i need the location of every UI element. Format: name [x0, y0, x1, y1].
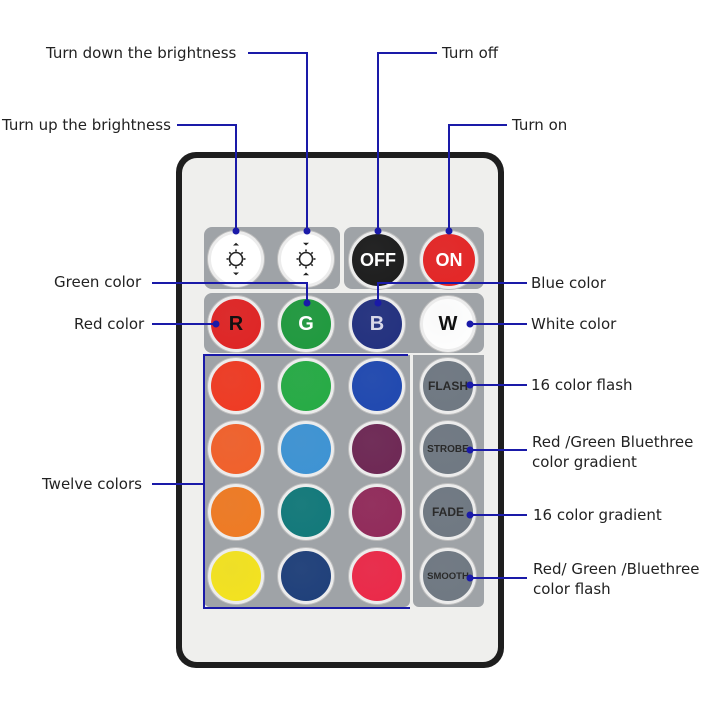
red-button-label: R: [228, 312, 244, 335]
color-button-2[interactable]: [278, 358, 334, 414]
color-button-6[interactable]: [349, 421, 405, 477]
label-rgb-gradient: Red /Green Bluethree color gradient: [532, 433, 694, 471]
white-button-label: W: [438, 312, 458, 335]
label-rgb-flash: Red/ Green /Bluethree color flash: [533, 560, 700, 598]
label-brightness-up: Turn up the brightness: [2, 116, 171, 134]
label-brightness-down: Turn down the brightness: [46, 44, 237, 62]
on-button[interactable]: ON: [420, 231, 478, 289]
sun-arrows-out-icon: [226, 242, 246, 276]
label-blue-color: Blue color: [531, 274, 606, 292]
color-button-7[interactable]: [208, 484, 264, 540]
strobe-button-label: STROBE: [427, 443, 469, 455]
red-button[interactable]: R: [208, 296, 264, 352]
label-red-color: Red color: [74, 315, 145, 333]
flash-button-label: FLASH: [428, 379, 468, 393]
flash-button[interactable]: FLASH: [420, 358, 476, 414]
fade-button-label: FADE: [431, 505, 464, 519]
color-button-4[interactable]: [208, 421, 264, 477]
color-button-8[interactable]: [278, 484, 334, 540]
label-color-flash-16: 16 color flash: [531, 376, 633, 394]
label-turn-on: Turn on: [512, 116, 568, 134]
color-button-5[interactable]: [278, 421, 334, 477]
brightness-down-button[interactable]: [278, 231, 334, 287]
color-button-1[interactable]: [208, 358, 264, 414]
off-button[interactable]: OFF: [349, 231, 407, 289]
color-button-12[interactable]: [349, 548, 405, 604]
sun-arrows-in-icon: [296, 242, 316, 276]
strobe-button[interactable]: STROBE: [420, 421, 476, 477]
on-button-label: ON: [435, 249, 463, 270]
label-turn-off: Turn off: [442, 44, 499, 62]
color-button-9[interactable]: [349, 484, 405, 540]
smooth-button-label: SMOOTH: [427, 570, 469, 582]
color-button-3[interactable]: [349, 358, 405, 414]
brightness-up-button[interactable]: [208, 231, 264, 287]
blue-button[interactable]: B: [349, 296, 405, 352]
label-green-color: Green color: [54, 273, 142, 291]
label-color-gradient-16: 16 color gradient: [533, 506, 662, 524]
smooth-button[interactable]: SMOOTH: [420, 548, 476, 604]
color-button-10[interactable]: [208, 548, 264, 604]
label-white-color: White color: [531, 315, 617, 333]
blue-button-label: B: [369, 312, 385, 335]
white-button[interactable]: W: [420, 296, 476, 352]
fade-button[interactable]: FADE: [420, 484, 476, 540]
label-twelve-colors: Twelve colors: [42, 475, 142, 493]
off-button-label: OFF: [360, 249, 396, 270]
color-button-11[interactable]: [278, 548, 334, 604]
green-button[interactable]: G: [278, 296, 334, 352]
green-button-label: G: [298, 312, 314, 335]
